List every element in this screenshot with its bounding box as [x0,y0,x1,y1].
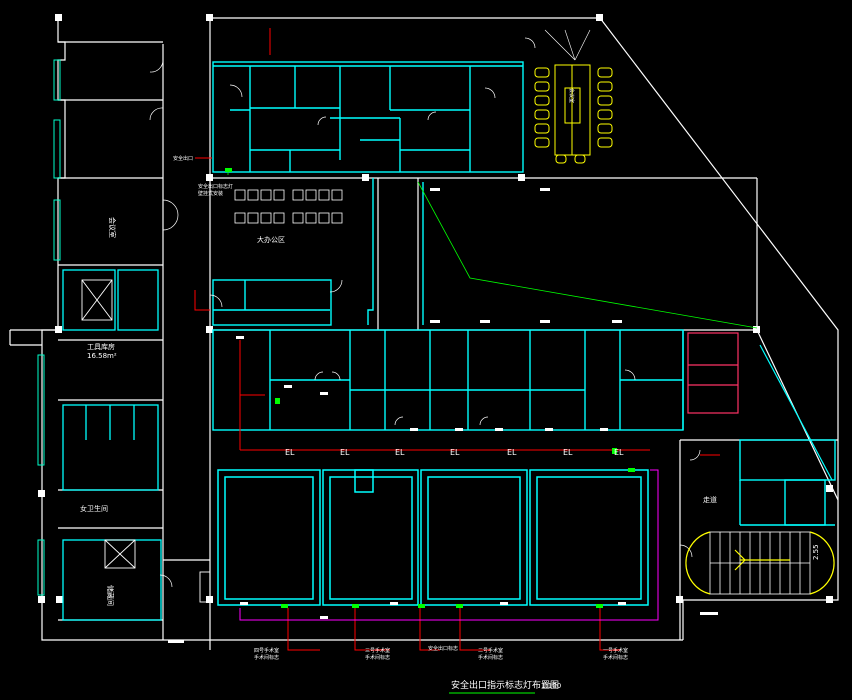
stair-number: 2.55 [812,544,820,560]
tag-entry: 安全出口 [173,155,193,162]
tag-top-left: 安全出口标志灯壁挂式安装 [198,183,233,197]
elevator-shafts [81,279,211,603]
green-wiring [227,170,758,329]
room-tags [168,188,718,643]
room-label-meeting: 会议室 [108,217,117,238]
room-label-storage: 储藏间 [106,585,115,606]
tag-room-3: 三号手术室手术间标志 [365,647,390,661]
exit-sign-markers [225,168,635,608]
el-label: EL [450,448,460,457]
conference-table [534,64,613,164]
el-label: EL [395,448,405,457]
room-label-archive-area: 16.58m² [87,352,117,360]
el-label: EL [285,448,295,457]
outer-walls [9,17,839,650]
exit-tags: 四号手术室手术间标志 三号手术室手术间标志 安全出口标志 二号手术室手术间标志 … [173,155,628,661]
title-block: 安全出口指示标志灯布置图 1:100 [449,679,561,694]
stairwell-outline [685,531,835,595]
office-desks [234,189,343,224]
tag-room-4: 四号手术室手术间标志 [254,647,279,661]
door-swings [149,37,701,588]
room-label-office: 大办公区 [257,235,285,244]
vertical-shaft [687,332,739,414]
middle-block [212,178,684,431]
room-label-archive: 工具库房 [87,342,115,351]
tag-center: 安全出口标志 [428,645,458,652]
tag-room-1: 一号手术室手术间标志 [603,647,628,661]
el-label: EL [340,448,350,457]
operating-rooms [217,469,649,606]
room-label-conference: 会议室 [568,88,575,103]
top-office-block [212,61,524,173]
el-label: EL [507,448,517,457]
el-labels: EL EL EL EL EL EL EL [285,448,624,457]
left-column-rooms [62,269,162,621]
left-windows [37,59,61,596]
projector-screen [544,29,591,61]
column-markers [38,14,833,603]
drawing-title: 安全出口指示标志灯布置图 [451,679,559,691]
room-label-corridor: 走道 [703,495,717,504]
emergency-circuit [194,28,720,651]
drawing-scale: 1:100 [541,682,561,690]
magenta-circuit [239,469,659,621]
diagonal-facade [759,344,833,481]
el-label: EL [563,448,573,457]
tag-room-2: 二号手术室手术间标志 [478,647,503,661]
room-label-toilet: 女卫生间 [80,504,108,513]
right-rooms [739,439,836,526]
el-label: EL [614,448,624,457]
stairwell [709,531,811,595]
